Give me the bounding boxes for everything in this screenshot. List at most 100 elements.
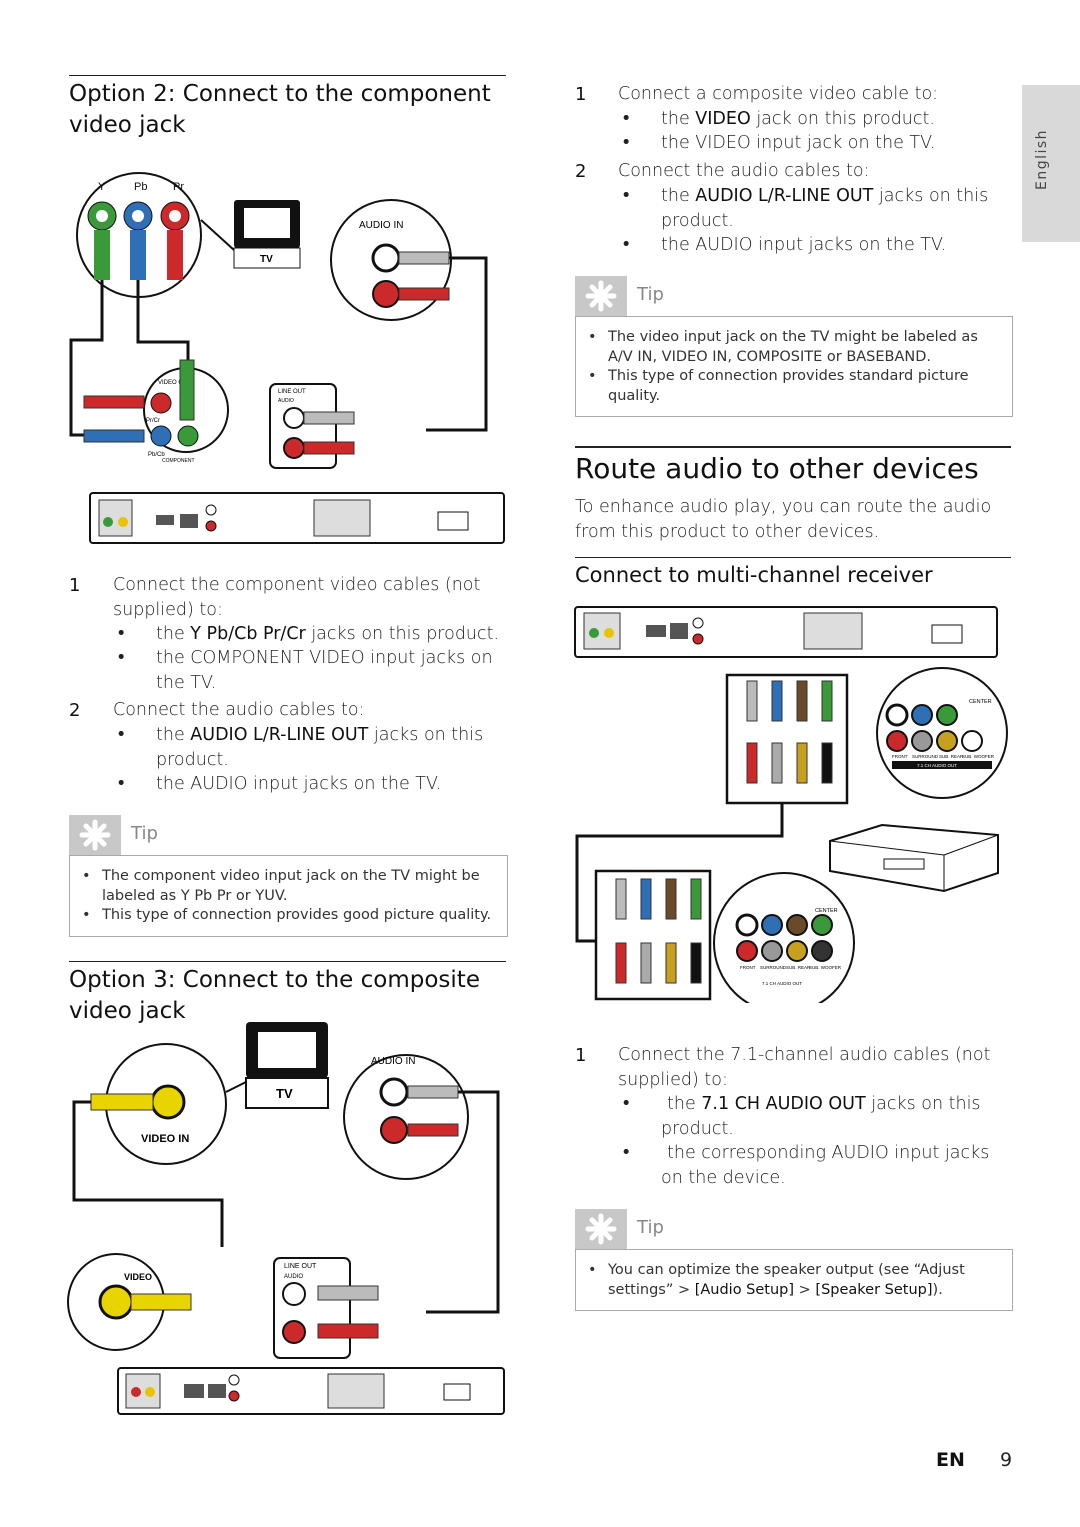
section-rule [69, 961, 506, 962]
bullet-text: the [661, 109, 696, 129]
center-label: CENTER [815, 908, 838, 914]
video-in-label: VIDEO IN [141, 1133, 189, 1145]
step2-bullet1: the AUDIO L/R-LINE OUT jacks on this pro… [156, 723, 506, 772]
tip-text: The video input jack on the TV might be … [608, 329, 978, 365]
step2-text: Connect the audio cables to: [618, 161, 870, 181]
tip-label: Tip [637, 284, 664, 305]
speaker-setup-link: [Speaker Setup] [815, 1281, 933, 1298]
bullet-dot: • [621, 133, 632, 153]
bullet-dot: • [621, 186, 632, 206]
bullet-dot: • [116, 725, 127, 745]
step1-bullet1: the VIDEO jack on this product. [661, 107, 1006, 132]
audio-label: AUDIO [284, 1274, 303, 1280]
page-number: 9 [1000, 1449, 1013, 1471]
step-number: 2 [69, 700, 81, 721]
label-y: Y [98, 181, 106, 193]
surround-label: SURROUND [912, 754, 939, 759]
bullet-text: jacks on this product. [305, 624, 500, 644]
front-label: FRONT [892, 754, 908, 759]
step1-bullet2: the VIDEO input jack on the TV. [661, 133, 936, 153]
sub-rear-label: SUB. REAR [939, 754, 964, 759]
route-title: Route audio to other devices [575, 452, 979, 485]
ch-audio-out-label: 7.1 CH AUDIO OUT [762, 981, 802, 986]
sub-woofer-label: SUB. WOOFER [809, 965, 842, 970]
bullet-dot: • [621, 1143, 632, 1163]
label-pr: Pr [173, 181, 184, 193]
audio-setup-link: [Audio Setup] [694, 1281, 795, 1298]
bullet-text: the [156, 624, 191, 644]
pr-cr-label: Pr/Cr [146, 418, 160, 424]
bullet-dot: • [116, 774, 127, 794]
sub-rear-label: SUB. REAR [786, 965, 811, 970]
tip-icon [69, 815, 121, 855]
tip-item: •The video input jack on the TV might be… [588, 329, 978, 365]
footer-lang-code: EN [936, 1449, 965, 1471]
bullet-text: jack on this product. [750, 109, 935, 129]
step1-text: Connect a composite video cable to: [618, 84, 939, 104]
step2-text: Connect the audio cables to: [113, 700, 365, 720]
option3-heading: Option 3: Connect to the composite video… [69, 967, 480, 1024]
bullet-bold: AUDIO L/R-LINE OUT [695, 186, 874, 206]
pb-cb-label: Pb/Cb [148, 452, 165, 458]
tip-text: The component video input jack on the TV… [102, 868, 480, 904]
language-tab: English [1022, 85, 1080, 242]
component-connection-diagram: Y Pb Pr TV AUDIO IN VIDEO OUT Pr/Cr Pb/C… [69, 172, 505, 544]
step-number: 1 [575, 84, 587, 105]
front-label: FRONT [740, 965, 756, 970]
tip-item: •This type of connection provides standa… [588, 368, 969, 404]
audio-label: AUDIO [278, 398, 294, 404]
step-number: 1 [575, 1045, 587, 1066]
label-pb: Pb [134, 181, 147, 193]
bullet-dot: • [621, 235, 632, 255]
route-subheading: Connect to multi-channel receiver [575, 563, 933, 587]
section-rule [575, 557, 1011, 558]
video-label: VIDEO [124, 1272, 152, 1282]
tip-text: ). [932, 1281, 943, 1298]
tip-item: •This type of connection provides good p… [82, 907, 492, 923]
tip-box: •The component video input jack on the T… [69, 855, 508, 937]
step1-bullet1: the Y Pb/Cb Pr/Cr jacks on this product. [156, 622, 506, 647]
bullet-bold: Y Pb/Cb Pr/Cr [190, 624, 306, 644]
bullet-text: the [156, 725, 191, 745]
language-label: English [1034, 128, 1050, 190]
tip-item: •You can optimize the speaker output (se… [588, 1262, 965, 1298]
tv-label: TV [260, 254, 273, 265]
section-rule [69, 75, 506, 76]
route-bullet2: the corresponding AUDIO input jacks on t… [661, 1143, 990, 1188]
step2-bullet1: the AUDIO L/R-LINE OUT jacks on this pro… [661, 184, 1011, 233]
tip-item: •The component video input jack on the T… [82, 868, 480, 904]
bullet-dot: • [116, 624, 127, 644]
bullet-dot: • [621, 109, 632, 129]
sub-woofer-label: SUB. WOOFER [962, 754, 995, 759]
line-out-label: LINE OUT [284, 1263, 317, 1270]
tip-header: Tip [575, 1209, 775, 1249]
tip-text: > [794, 1281, 816, 1298]
surround-label: SURROUND [760, 965, 787, 970]
option2-heading: Option 2: Connect to the component video… [69, 81, 491, 138]
ch-audio-out-label: 7.1 CH AUDIO OUT [917, 763, 957, 768]
tip-header: Tip [69, 815, 269, 855]
step1-bullet2: the COMPONENT VIDEO input jacks on the T… [156, 648, 493, 693]
center-label: CENTER [969, 699, 992, 705]
step-number: 2 [575, 161, 587, 182]
route-step1-text: Connect the 7.1-channel audio cables (no… [618, 1045, 991, 1090]
tv-label: TV [276, 1086, 293, 1101]
bullet-dot: • [116, 648, 127, 668]
tip-box: •The video input jack on the TV might be… [575, 316, 1013, 417]
multichannel-connection-diagram: CENTER FRONT SURROUND SUB. REAR SUB. WOO… [574, 606, 1008, 1003]
step-number: 1 [69, 575, 81, 596]
bullet-text: jacks on this product. [661, 1094, 981, 1139]
step2-bullet2: the AUDIO input jacks on the TV. [156, 774, 442, 794]
line-out-label: LINE OUT [278, 389, 306, 395]
video-out-label: VIDEO OUT [158, 380, 191, 386]
tip-label: Tip [637, 1217, 664, 1238]
audio-in-label: AUDIO IN [359, 220, 403, 231]
bullet-bold: AUDIO L/R-LINE OUT [190, 725, 369, 745]
bullet-text: the [667, 1094, 702, 1114]
section-rule [575, 446, 1011, 448]
bullet-text: jacks on this product. [661, 186, 989, 231]
tip-text: This type of connection provides standar… [608, 368, 969, 404]
bullet-bold: 7.1 CH AUDIO OUT [701, 1094, 866, 1114]
tip-label: Tip [131, 823, 158, 844]
bullet-text: the [661, 186, 696, 206]
